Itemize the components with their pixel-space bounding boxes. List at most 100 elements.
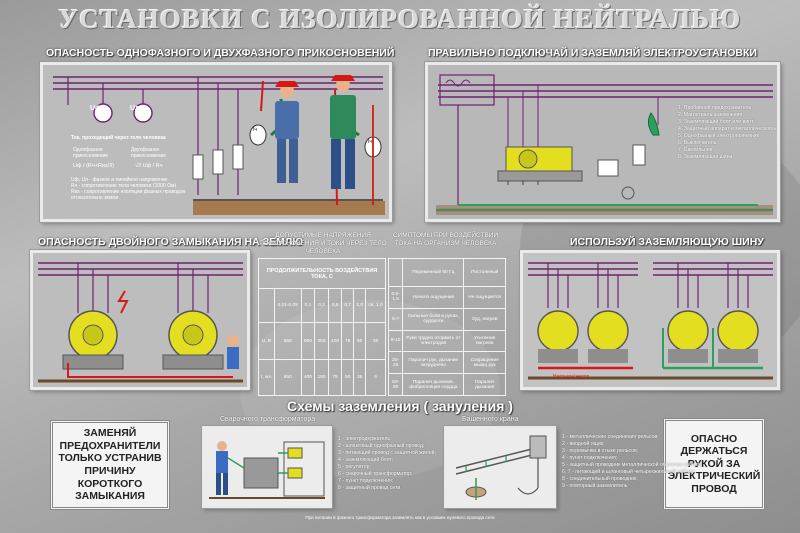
connect-legend-item: 6. Выключатель (678, 140, 717, 147)
table-cell: 0,01-0,08 (273, 288, 302, 324)
table-cell: 400 (300, 358, 316, 397)
table-cell: 250 (314, 322, 329, 360)
formula-double: √3 Uф / Rч (135, 163, 163, 169)
welding-legend-item: 7 - пункт подключения; (338, 478, 394, 485)
table-head-right: СИМПТОМЫ ПРИ ВОЗДЕЙСТВИИ ТОКА НА ОРГАНИЗ… (392, 232, 499, 247)
welding-legend-item: 6 - сварочный трансформатор; (338, 471, 413, 478)
touch-diagram (43, 65, 389, 219)
permissible-table: ПРОДОЛЖИТЕЛЬНОСТЬ ВОЗДЕЙСТВИЯ ТОКА, С 0,… (258, 257, 386, 397)
table-cell: Паралич рук, дыхание затруднено (402, 351, 465, 375)
section-title-double-fault: ОПАСНОСТЬ ДВОЙНОГО ЗАМЫКАНИЯ НА ЗЕМЛЮ (38, 236, 304, 248)
current-text: Ток, проходящий через тело человека (71, 135, 166, 141)
welding-legend-item: 3 - питающий провод с защитной жилой; (338, 450, 436, 457)
section-title-use-bus: ИСПОЛЬЗУЙ ЗАЗЕМЛЯЮЩУЮ ШИНУ (570, 236, 764, 248)
table-cell: 190 (314, 358, 329, 397)
section-title-touch-danger: ОПАСНОСТЬ ОДНОФАЗНОГО И ДВУХФАЗНОГО ПРИК… (46, 47, 395, 59)
table-cell: Паралич дыхания, фибрилляция сердца (402, 373, 465, 396)
legend-line-2: Rч - сопротивление тела человека (1000 О… (71, 183, 177, 189)
crane-legend-item: 9 - повторный заземлитель (562, 483, 628, 490)
welding-panel (202, 426, 332, 508)
table-cell: Постоянный (463, 258, 506, 287)
main-title: УСТАНОВКИ С ИЗОЛИРОВАННОЙ НЕЙТРАЛЬЮ (58, 4, 742, 34)
crane-legend-item: 2 - вводной ящик; (562, 441, 605, 448)
uf-label: Uф (90, 105, 102, 112)
welding-legend-item: 8 - защитный провод сети (338, 485, 401, 492)
connect-legend-item: 8. Заземляющая шина (678, 154, 733, 161)
ground-bus-diagram (523, 253, 777, 387)
connect-legend-item: 5. Однофазный электроприемник (678, 133, 759, 140)
table-cell (387, 258, 404, 287)
symptoms-table: Переменный 50 Гц Постоянный 0,6-1,5 Нача… (387, 258, 506, 396)
table-cell: 36 (365, 322, 386, 360)
table-cell: 650 (273, 358, 302, 397)
table-head-left: ДОПУСТИМЫЕ НАПРЯЖЕНИЯ ПРИКОСНОВЕНИЯ И ТО… (259, 232, 387, 255)
welding-legend-item: 5 - регулятор; (338, 464, 372, 471)
table-cell: Начало ощущения (402, 286, 465, 309)
ih2-label: Iч (368, 139, 372, 145)
table-cell: Переменный 50 Гц (402, 258, 465, 287)
welding-diagram (204, 428, 330, 506)
welding-legend-item: 4 - заземляющий болт; (338, 457, 394, 464)
crane-legend-item: 3 - перемычки в стыке рельсов; (562, 448, 639, 455)
table-cell: 1,0 (353, 288, 367, 324)
table-cell: Сильные боли в руках, судороги (402, 307, 465, 331)
table-cell: 20-25 (387, 351, 404, 375)
welding-legend-item: 1 - электродержатель; (338, 436, 392, 442)
connect-legend-item: 4. Защитный аппарат в металлическом корп… (678, 126, 780, 133)
connect-legend-item: 1. Пробивной предохранитель (678, 105, 752, 111)
table-cell: 75 (327, 358, 343, 397)
connect-legend-item: 7. Светильник (678, 147, 712, 154)
table-cell: 50 (341, 358, 355, 397)
table-cell: U, В (258, 322, 275, 360)
ih1-label: Iч (253, 127, 257, 133)
double-touch-text: Двухфазное прикосновение (131, 147, 167, 160)
fuse-warning-box: ЗАМЕНЯЙ ПРЕДОХРАНИТЕЛИ ТОЛЬКО УСТРАНИВ П… (50, 420, 170, 510)
legend-line-1: Uф, Uл - фазное и линейное напряжение (71, 177, 168, 183)
welding-caption: Сварочного трансформатора (220, 416, 316, 423)
ground-bus-panel: Нагрузка/земля (520, 250, 780, 390)
table-cell: 50-80 (387, 373, 404, 396)
crane-legend-item: 5 - защитный проводник металлической обо… (562, 462, 702, 469)
formula-single: Uф / (Rч+Rиз/3) (73, 163, 114, 169)
crane-legend: 1 - металлические соединения рельсов; 2 … (562, 434, 702, 490)
welding-legend: 1 - электродержатель; 2 - шланговый одно… (338, 436, 438, 492)
connect-legend-item: 2. Магистраль заземления (678, 112, 743, 119)
connect-legend-item: 3. Заземляющий болт или винт (678, 119, 754, 126)
table-cell: 500 (300, 322, 316, 360)
table-cell: 0,1 (300, 288, 316, 324)
crane-caption: Башенного крана (462, 416, 519, 423)
table-cell: Зуд, нагрев (463, 307, 506, 331)
table-cell: 5-7 (387, 307, 404, 331)
table-cell: 0,6-1,5 (387, 286, 404, 309)
connect-ground-panel: 1. Пробивной предохранитель 2. Магистрал… (425, 62, 780, 222)
table-cell: св. 1,0 (365, 288, 386, 324)
table-cell: Руки трудно оторвать от электродов (402, 329, 465, 353)
table-cell: 36 (353, 358, 367, 397)
welding-legend-item: 2 - шланговый однофазный провод; (338, 443, 425, 450)
table-cell: 0,5 (327, 288, 343, 324)
table-cell: 650 (273, 322, 302, 360)
schemes-title: Схемы заземления ( зануления ) (287, 398, 513, 414)
table-cell: 100 (327, 322, 343, 360)
table-cell: 6 (365, 358, 386, 397)
table-cell: 50 (353, 322, 367, 360)
double-fault-panel (30, 250, 250, 390)
crane-legend-item: 4 - пункт подключения; (562, 455, 618, 462)
duration-header: ПРОДОЛЖИТЕЛЬНОСТЬ ВОЗДЕЙСТВИЯ ТОКА, С (258, 257, 386, 290)
ul-label: Uл (130, 105, 140, 112)
connect-legend: 1. Пробивной предохранитель 2. Магистрал… (678, 105, 780, 161)
crane-legend-item: 8 - соединительный проводник; (562, 476, 638, 483)
table-cell (258, 288, 275, 324)
table-cell: Не ощущается (463, 286, 506, 309)
table-cell: Сокращение мышц рук (463, 351, 506, 375)
table-cell: 8-10 (387, 329, 404, 353)
bus-label: Нагрузка/земля (553, 374, 590, 380)
crane-panel (444, 426, 556, 508)
touch-danger-panel: Uф Uл Iч Iч Ток, проходящий через тело ч… (40, 62, 392, 222)
single-touch-text: Однофазное прикосновение (73, 147, 109, 160)
table-cell: 0,2 (314, 288, 329, 324)
crane-diagram (446, 428, 554, 506)
table-cell: Паралич дыхания (463, 373, 506, 396)
table-cell: I, мА (258, 358, 275, 397)
